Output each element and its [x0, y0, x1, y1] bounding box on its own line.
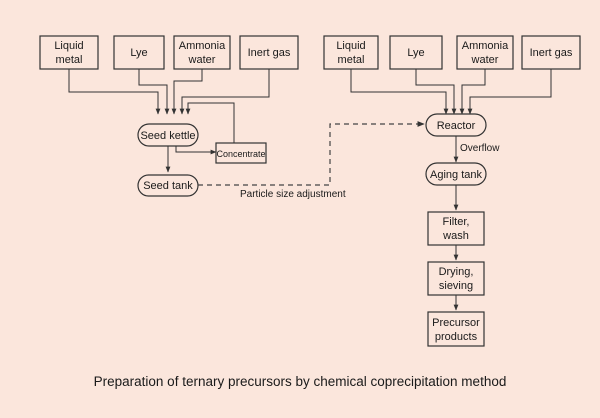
filter-wash-node: Filter, wash: [427, 211, 485, 246]
left-input-lye: Lye: [113, 35, 165, 70]
left-input-inert-gas: Inert gas: [239, 35, 299, 70]
precursor-products-node: Precursor products: [427, 311, 485, 347]
right-input-inert-gas-label: Inert gas: [530, 47, 573, 59]
drying-line1: Drying,: [439, 266, 474, 278]
right-input-liquid-metal-line2: metal: [338, 54, 365, 66]
drying-sieving-node: Drying, sieving: [427, 261, 485, 296]
left-input-liquid-metal-line1: Liquid: [54, 40, 83, 52]
overflow-label: Overflow: [460, 143, 500, 154]
left-input-ammonia-water: Ammonia water: [173, 35, 231, 70]
concentrate-node: Concentrate: [215, 142, 267, 164]
left-input-inert-gas-label: Inert gas: [248, 47, 291, 59]
left-input-ammonia-line1: Ammonia: [179, 40, 226, 52]
kettle-to-concentrate-arrow: [175, 146, 217, 155]
right-input-lye: Lye: [389, 35, 443, 70]
filter-line1: Filter,: [443, 216, 470, 228]
precursor-line1: Precursor: [432, 317, 480, 329]
left-input-ammonia-line2: water: [188, 54, 216, 66]
left-input-liquid-metal-line2: metal: [56, 54, 83, 66]
right-input-ammonia-line2: water: [471, 54, 499, 66]
right-input-lye-label: Lye: [407, 47, 424, 59]
concentrate-label: Concentrate: [216, 149, 265, 159]
drying-line2: sieving: [439, 280, 473, 292]
left-input-lye-label: Lye: [130, 47, 147, 59]
particle-size-label: Particle size adjustment: [240, 189, 346, 200]
filter-line2: wash: [442, 230, 469, 242]
aging-tank-node: Aging tank: [425, 162, 487, 186]
reactor-node: Reactor: [425, 113, 487, 137]
right-input-ammonia-line1: Ammonia: [462, 40, 509, 52]
seed-kettle-label: Seed kettle: [140, 130, 195, 142]
seed-tank-label: Seed tank: [143, 180, 193, 192]
left-connectors: [68, 69, 270, 143]
seed-kettle-node: Seed kettle: [137, 123, 199, 147]
right-input-ammonia-water: Ammonia water: [456, 35, 514, 70]
particle-size-adjustment-line: [198, 121, 425, 186]
right-input-liquid-metal-line1: Liquid: [336, 40, 365, 52]
right-input-liquid-metal: Liquid metal: [323, 35, 379, 70]
right-connectors: [350, 69, 552, 115]
seed-tank-node: Seed tank: [137, 174, 199, 197]
right-input-inert-gas: Inert gas: [521, 35, 581, 70]
reactor-label: Reactor: [437, 120, 476, 132]
diagram-caption: Preparation of ternary precursors by che…: [94, 374, 507, 389]
precursor-line2: products: [435, 331, 478, 343]
aging-tank-label: Aging tank: [430, 169, 482, 181]
left-input-liquid-metal: Liquid metal: [39, 35, 99, 70]
